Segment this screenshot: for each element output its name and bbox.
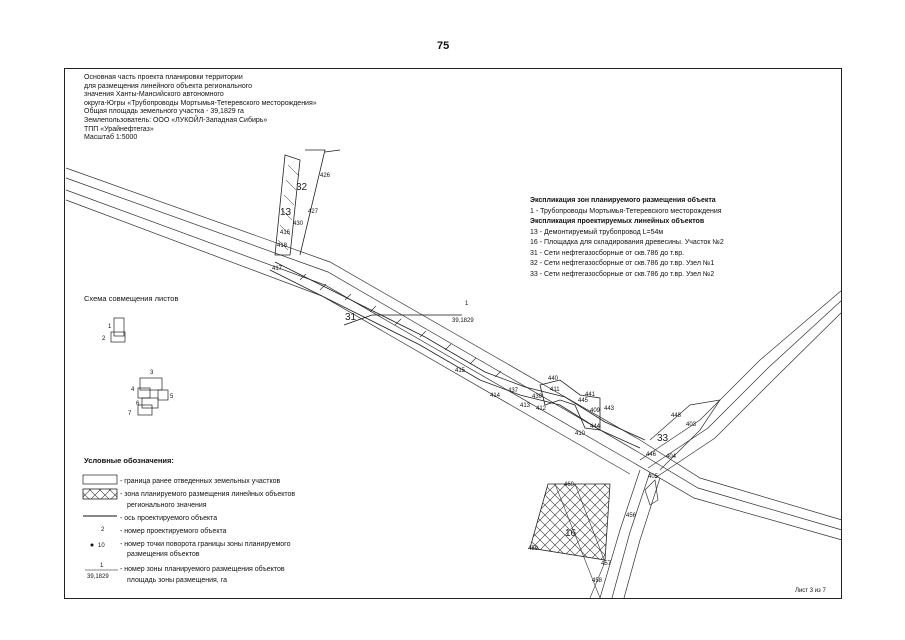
legend-point-symbol [90,543,94,547]
sheet-scheme [110,317,169,416]
zone-item: 1 - Трубопроводы Мортымья-Тетеревского м… [530,207,722,215]
node-loop [539,379,601,431]
legend-boundary-label: - граница ранее отведенных земельных уча… [120,478,281,485]
sheet-number: 1 [108,324,112,330]
branch-north [274,149,341,256]
point-label: 458 [592,578,603,584]
point-label: 418 [277,243,288,249]
point-label: 441 [585,392,596,398]
legend-boundary-symbol [82,474,118,485]
point-label: 437 [508,388,519,394]
object-number: 32 [296,182,308,193]
sheet-number: 2 [102,336,106,342]
header-line: Общая площадь земельного участка - 39,18… [84,108,244,116]
point-label: 446 [646,452,657,458]
point-label: 410 [575,431,586,437]
point-label: 457 [601,561,612,567]
planned-zone-strip [269,261,646,449]
object-number: 16 [565,528,577,539]
legend-point-label-cont: размещения объектов [127,551,200,558]
legend-title: Условные обозначения: [84,456,174,465]
object-item: 31 - Сети нефтегазосборные от скв.786 до… [530,249,685,257]
sheet-number: 5 [170,394,174,400]
point-label: 430 [293,221,304,227]
header-line: для размещения линейного объекта региона… [84,82,252,90]
object-item: 16 - Площадка для складирования древесин… [530,239,724,246]
map-frame [64,68,842,599]
object-item: 13 - Демонтируемый трубопровод L=54м [530,228,664,236]
point-label: 403 [686,422,697,428]
object-number: 33 [657,433,669,444]
zone-area: 39,1829 [452,318,474,324]
header-line: значения Ханты-Мансийского автономного [84,91,224,99]
zones-title: Экспликация зон планируемого размещения … [530,197,716,204]
header-line: округа-Югры «Трубопроводы Мортымья-Тетер… [84,99,317,107]
point-label: 444 [590,424,601,430]
header-line: Основная часть проекта планировки террит… [84,74,243,81]
sheet-number: 4 [131,387,135,393]
road-north-east [639,289,843,479]
scheme-title: Схема совмещения листов [84,294,179,303]
header-line: Масштаб 1:5000 [84,134,138,142]
point-label: 440 [548,376,559,382]
point-label: 411 [550,387,560,393]
point-label: 443 [604,406,615,412]
point-label: 415 [455,368,466,374]
legend-number-label: - номер проектируемого объекта [120,528,227,535]
point-label: 439 [532,394,543,400]
road-corridor [65,167,843,541]
point-label: 404 [666,454,677,460]
point-label: 417 [272,266,283,272]
object-number: 13 [280,207,292,218]
legend-zone-sample-area: 39,1829 [87,574,109,580]
legend-axis-label: - ось проектируемого объекта [120,515,218,522]
legend-zone-symbol [82,488,118,500]
road-south [599,469,661,599]
explication-block: Экспликация зон планируемого размещения … [530,196,724,280]
sheet-number: 3 [150,370,154,376]
legend-zone-label-cont: регионального значения [127,502,207,509]
object-item: 33 - Сети нефтегазосборные от скв.786 до… [530,270,715,278]
point-label: 405 [648,474,659,480]
legend-point-sample: 10 [98,543,105,549]
point-label: 448 [671,413,682,419]
sheet-indicator: Лист 3 из 7 [795,588,826,594]
point-label: 409 [590,408,601,414]
point-label: 460 [564,482,575,488]
point-label: 412 [536,406,547,412]
header-line: ТПП «Урайнефтегаз» [84,125,154,133]
point-label: 414 [490,393,501,399]
legend-zone-number-label-cont: площадь зоны размещения, га [127,577,227,584]
header-block: Основная часть проекта планировки террит… [84,74,317,143]
sheet-number: 7 [128,411,132,417]
legend-zone-number-label: - номер зоны планируемого размещения объ… [120,566,285,573]
zone-number: 1 [465,301,469,307]
legend-zone-sample-number: 1 [100,563,104,569]
point-label: 459 [528,546,539,552]
object-number: 31 [345,312,357,323]
point-label: 413 [520,403,531,409]
point-label: 416 [280,230,291,236]
point-label: 456 [626,513,637,519]
point-label: 445 [578,398,589,404]
page-number: 75 [437,40,450,52]
turning-points: 426 427 430 416 418 417 415 437 439 412 … [272,173,697,584]
legend-point-label: - номер точки поворота границы зоны план… [120,541,291,548]
objects-title: Экспликация проектируемых линейных объек… [530,218,705,225]
header-line: Землепользователь: ООО «ЛУКОЙЛ-Западная … [84,116,268,124]
object-item: 32 - Сети нефтегазосборные от скв.786 до… [530,260,715,267]
point-label: 426 [320,173,331,179]
legend-zone-label: - зона планируемого размещения линейных … [120,491,296,498]
sheet-number: 6 [136,401,140,407]
point-label: 427 [308,209,319,215]
legend-number-sample: 2 [101,527,105,533]
